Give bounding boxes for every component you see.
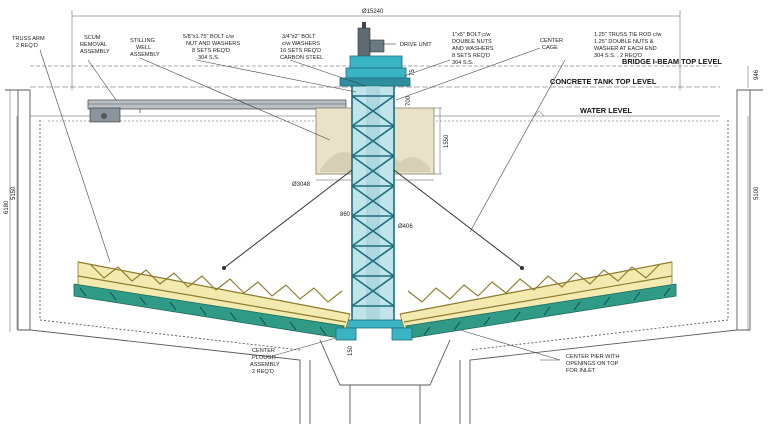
bolt34-label-1: 3/4"x2" BOLT xyxy=(282,34,316,40)
dim-946: 946 xyxy=(754,69,760,80)
dim-5100: 5100 xyxy=(754,186,760,200)
scum-removal-assembly xyxy=(87,99,347,123)
dim-5150: 5150 xyxy=(11,186,17,200)
dim-700: 700 xyxy=(406,95,412,106)
plough-label-3: ASSEMBLY xyxy=(250,362,280,368)
dim-406: Ø406 xyxy=(398,224,413,230)
dim-150: 150 xyxy=(348,345,354,356)
bridge-level-label: BRIDGE I-BEAM TOP LEVEL xyxy=(622,57,722,66)
tie-rod-label-3: WASHER AT EACH END xyxy=(594,46,657,52)
side-dimensions xyxy=(9,66,749,332)
bolt1-label-1: 1"x5" BOLT c/w xyxy=(452,32,492,38)
bridge-beam xyxy=(339,67,411,87)
stilling-label-2: WELL xyxy=(136,45,151,51)
bolt58-label-2: NUT AND WASHERS xyxy=(186,41,240,47)
bolt1-label-2: DOUBLE NUTS xyxy=(452,39,492,45)
dim-1550: 1550 xyxy=(444,134,450,148)
water-level-label: WATER LEVEL xyxy=(580,106,632,115)
truss-arm-label: TRUSS ARM xyxy=(12,36,45,42)
dim-3048: Ø3048 xyxy=(292,182,311,188)
center-plough xyxy=(335,327,413,341)
stilling-label-1: STILLING xyxy=(130,38,155,44)
plough-label-2: PLOUGH xyxy=(252,355,276,361)
dim-15240: Ø15240 xyxy=(362,9,384,15)
pier-label-1: CENTER PIER WITH xyxy=(566,354,619,360)
tie-rod-label-2: 1.25" DOUBLE NUTS & xyxy=(594,39,654,45)
truss-arm-qty: 2 REQ'D xyxy=(16,43,38,49)
callout-labels: TRUSS ARM 2 REQ'D SCUM REMOVAL ASSEMBLY … xyxy=(12,32,722,375)
pier-label-2: OPENINGS ON TOP xyxy=(566,361,619,367)
concrete-tank xyxy=(5,89,763,424)
scum-label-2: REMOVAL xyxy=(80,42,107,48)
bolt58-label-3: 8 SETS REQ'D xyxy=(192,48,230,54)
plough-label-4: 2 REQ'D xyxy=(252,369,274,375)
bolt58-label-4: 304 S.S. xyxy=(198,55,220,61)
bolt1-label-5: 304 S.S. xyxy=(452,60,474,66)
scum-label-3: ASSEMBLY xyxy=(80,49,110,55)
pier-label-3: FOR INLET xyxy=(566,368,596,374)
truss-tie-rods xyxy=(222,169,524,270)
bolt1-label-4: 8 SETS REQ'D xyxy=(452,53,490,59)
bolt58-label-1: 5/8"x1.75" BOLT c/w xyxy=(183,34,235,40)
stilling-label-3: ASSEMBLY xyxy=(130,52,160,58)
center-cage-label-1: CENTER xyxy=(540,38,563,44)
center-column xyxy=(339,85,407,329)
plough-label-1: CENTER xyxy=(252,348,275,354)
tie-rod-label-1: 1.25" TRUSS TIE ROD c/w xyxy=(594,32,662,38)
dim-6180: 6180 xyxy=(4,200,10,214)
dim-75: 75 xyxy=(410,69,416,76)
left-truss-arm xyxy=(73,261,351,339)
right-truss-arm xyxy=(399,261,677,339)
tank-top-level-label: CONCRETE TANK TOP LEVEL xyxy=(550,77,657,86)
dimension-labels: Ø15240 946 700 1550 Ø3048 860 Ø406 6180 … xyxy=(4,9,760,356)
center-cage-label-2: CAGE xyxy=(542,45,558,51)
bolt1-label-3: AND WASHERS xyxy=(452,46,494,52)
leader-lines xyxy=(39,43,566,361)
bolt34-label-2: c/w WASHERS xyxy=(282,41,320,47)
bolt34-label-4: CARBON STEEL xyxy=(280,55,323,61)
overall-dimension xyxy=(71,10,681,90)
scum-label-1: SCUM xyxy=(84,35,101,41)
drive-unit-label: DRIVE UNIT xyxy=(400,42,432,48)
tie-rod-label-4: 304 S.S. , 2 REQ'D xyxy=(594,53,642,59)
bolt34-label-3: 16 SETS REQ'D xyxy=(280,48,321,54)
drive-unit xyxy=(349,22,403,69)
dim-860: 860 xyxy=(340,212,351,218)
